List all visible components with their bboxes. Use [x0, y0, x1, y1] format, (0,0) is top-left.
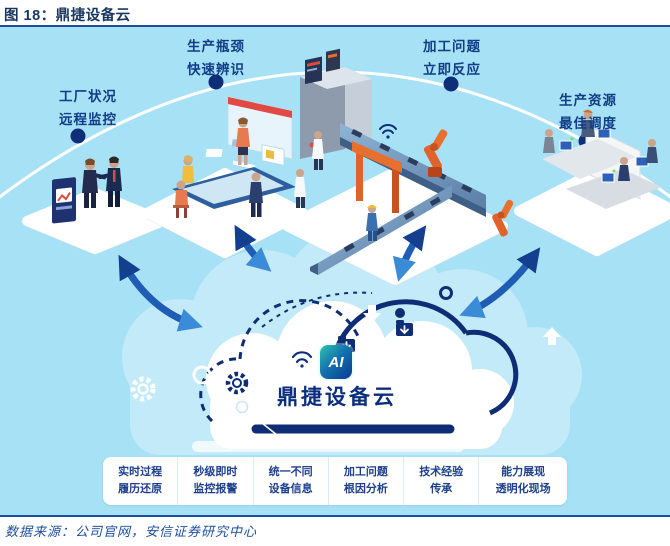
feature-transparent-site: 能力展现 透明化现场 [478, 457, 567, 505]
block-arrow-down-icon [363, 305, 381, 323]
office-people [543, 109, 658, 181]
conveyor-lower [310, 185, 452, 275]
person-standing-navy [249, 172, 263, 217]
wifi-icon [379, 124, 397, 139]
sign-board [52, 177, 76, 224]
feature-root-cause-analysis: 加工问题 根因分析 [327, 457, 403, 505]
worker-labcoat-1 [312, 131, 324, 170]
person-businessman-left [82, 158, 107, 208]
exchange-arrows [118, 224, 541, 332]
callout-line2: 远程监控 [59, 112, 117, 127]
cloud-outline [199, 291, 519, 423]
callout-line1: 加工问题 [423, 39, 481, 54]
person-seated-orange [173, 180, 189, 218]
callout-resource-scheduling: 生产资源 最佳调度 [536, 89, 640, 135]
wifi-icon [291, 351, 313, 368]
person-businessman-right [98, 156, 122, 207]
download-folder-icon [396, 320, 413, 336]
desk-right [566, 169, 662, 209]
feature-second-level-alarm: 秒级即时 监控报警 [177, 457, 252, 505]
scene-handshake-meeting [22, 156, 168, 255]
robot-arm-right-top [423, 129, 448, 177]
cloud-base-strip [192, 441, 464, 452]
robot-arm-right-low [492, 199, 514, 237]
arrow-office-cloud [459, 247, 541, 319]
figure-canvas: 工厂状况 远程监控 生产瓶颈 快速辨识 加工问题 立即反应 生产资源 最佳调度 … [0, 27, 670, 517]
ai-badge: AI [320, 345, 352, 379]
callout-factory-remote-monitor: 工厂状况 远程监控 [36, 85, 140, 131]
callout-bottleneck-identify: 生产瓶颈 快速辨识 [164, 35, 268, 81]
callout-line1: 生产资源 [559, 93, 617, 108]
scene-office-monitoring [514, 109, 670, 257]
dot-factory-remote-monitor [70, 128, 86, 144]
callout-line2: 最佳调度 [559, 116, 617, 131]
callout-line1: 工厂状况 [59, 89, 117, 104]
monitors [559, 128, 649, 183]
gear-icon [225, 371, 249, 395]
diagram-illustration [0, 48, 670, 455]
worker-hardhat [366, 205, 378, 241]
callout-line2: 快速辨识 [187, 62, 245, 77]
figure-title: 图 18：鼎捷设备云 [0, 0, 670, 27]
gear-icon [454, 396, 480, 422]
feature-unified-device-info: 统一不同 设备信息 [252, 457, 328, 505]
callout-line1: 生产瓶颈 [187, 39, 245, 54]
callout-process-issue-react: 加工问题 立即反应 [400, 35, 504, 81]
worker-labcoat-2 [294, 169, 306, 208]
dot-bottleneck-identify [208, 74, 224, 90]
cloud-name-label: 鼎捷设备云 [277, 386, 397, 409]
feature-bar: 实时过程 履历还原 秒级即时 监控报警 统一不同 设备信息 加工问题 根因分析 … [103, 457, 567, 505]
gear-icon [130, 376, 156, 402]
block-arrow-up-icon [543, 327, 561, 345]
feature-realtime-history: 实时过程 履历还原 [118, 466, 163, 495]
callout-line2: 立即反应 [423, 62, 481, 77]
network-lines [235, 361, 458, 440]
scene-planning-table [142, 96, 308, 259]
dot-process-issue-react [443, 76, 459, 92]
person-presenter [236, 117, 250, 165]
arrow-handshake-cloud [118, 254, 203, 332]
figure-source: 数据来源：公司官网，安信证券研究中心 [5, 525, 258, 540]
arrow-line-cloud [392, 225, 427, 282]
equipment-cloud [130, 286, 561, 452]
magnifier-icon [192, 365, 217, 392]
gantry-frame [352, 141, 402, 213]
arrow-table-cloud [234, 224, 272, 272]
feature-experience-inheritance: 技术经验 传承 [403, 457, 478, 505]
person-seated-yellow [182, 155, 194, 183]
desk-left [542, 139, 636, 179]
